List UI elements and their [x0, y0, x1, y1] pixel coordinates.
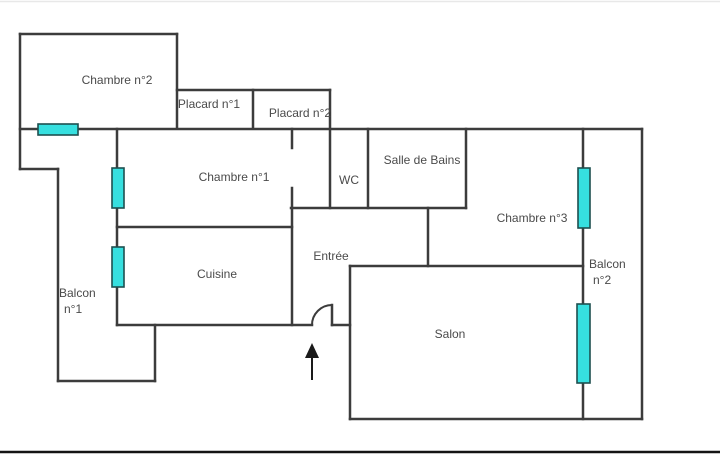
room-label-balcon-2-line1: Balcon — [589, 257, 626, 271]
room-label-entree: Entrée — [313, 249, 349, 263]
room-label-chambre-2: Chambre n°2 — [82, 73, 153, 87]
room-label-salon: Salon — [435, 327, 466, 341]
entrance-door-arc — [311, 304, 333, 326]
room-label-chambre-3: Chambre n°3 — [497, 211, 568, 225]
room-label-wc: WC — [339, 173, 359, 187]
window-cuisine-balcon-1 — [111, 246, 125, 288]
window-chambre-1-balcon-1 — [111, 167, 125, 209]
room-label-balcon-1-line2: n°1 — [64, 302, 82, 316]
room-label-salle-de-bains: Salle de Bains — [384, 153, 461, 167]
window-chambre-3-balcon-2 — [577, 167, 591, 229]
entrance-arrow-head — [305, 343, 319, 358]
room-label-balcon-1-line1: Balcon — [59, 286, 96, 300]
room-label-placard-1: Placard n°1 — [178, 97, 240, 111]
room-label-chambre-1: Chambre n°1 — [199, 170, 270, 184]
room-label-balcon-2-line2: n°2 — [593, 273, 611, 287]
window-salon-balcon-2 — [576, 303, 591, 384]
room-label-cuisine: Cuisine — [197, 267, 237, 281]
room-label-placard-2: Placard n°2 — [269, 106, 331, 120]
window-chambre-2-balcon-1 — [37, 123, 79, 136]
